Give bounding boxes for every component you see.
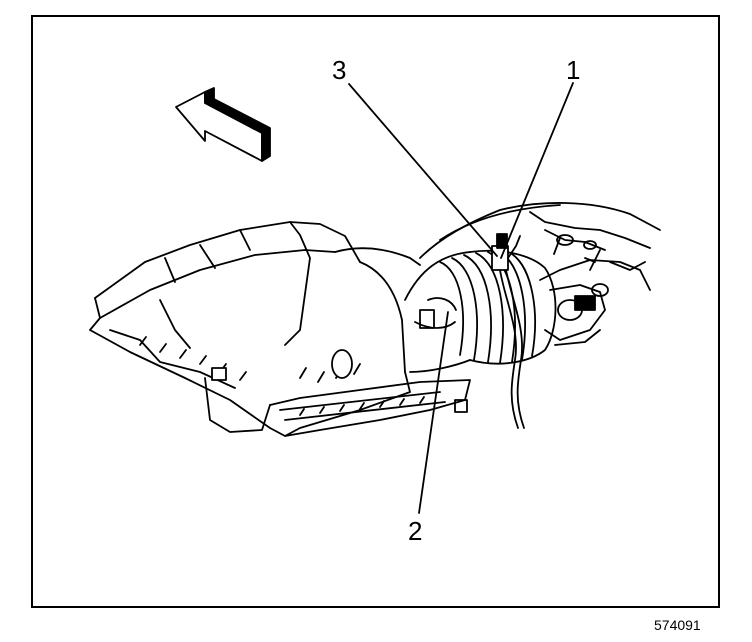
engine-components <box>419 202 661 346</box>
callout-3: 3 <box>332 55 347 85</box>
callout-leader-lines <box>348 82 574 514</box>
callout-1: 1 <box>566 55 581 85</box>
illustration-frame <box>31 15 720 608</box>
callout-2: 2 <box>408 516 423 546</box>
mass-air-flow-sensor-connector <box>491 233 525 429</box>
front-direction-arrow-icon <box>175 87 271 162</box>
air-intake-duct <box>334 247 557 373</box>
air-cleaner-housing <box>89 221 471 437</box>
figure-id: 574091 <box>654 617 701 633</box>
